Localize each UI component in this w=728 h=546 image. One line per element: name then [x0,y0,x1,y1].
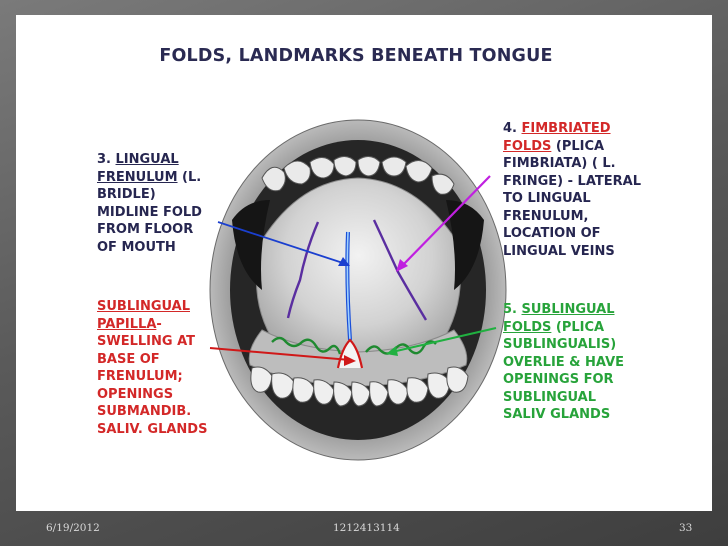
left-sublingual-fold [271,336,342,355]
papilla-pointer [209,347,351,361]
papilla-term-1: SUBLINGUAL [97,299,190,314]
frenulum-label: 3. LINGUAL FRENULUM (L. BRIDLE) MIDLINE … [97,151,202,256]
left-shadow [232,200,270,290]
fimbriated-line6: FRENULUM, [503,208,589,224]
footer-date: 6/19/2012 [46,522,100,534]
sublingual-line6: SUBLINGUAL [503,389,596,405]
footer-page-number: 33 [679,522,693,534]
fimbriated-line2-rest: (PLICA [551,138,605,154]
sublingual-line4: OVERLIE & HAVE [503,354,625,370]
fimbriated-term-2: FOLDS [503,138,552,154]
papilla-line8: SALIV. GLANDS [97,421,208,437]
frenulum-pointer [217,221,347,265]
frenulum-arrowhead [338,257,350,266]
sublingual-folds-label: 5. SUBLINGUAL FOLDS (PLICA SUBLINGUALIS)… [503,301,624,424]
frenulum-line5: FROM FLOOR [97,222,194,237]
sublingual-line5: OPENINGS FOR [503,372,614,387]
lingual-frenulum-inner [346,231,351,341]
papilla-line3: SWELLING AT [97,334,195,349]
papilla-label: SUBLINGUAL PAPILLA- SWELLING AT BASE OF … [97,298,207,438]
papilla-arrowhead [344,355,356,366]
fimbriated-number: 4. [503,121,522,136]
sublingual-pointer [391,327,497,353]
papilla-line5: FRENULUM; [97,369,183,384]
sublingual-number: 5. [503,302,522,317]
footer-center: 1212413114 [333,522,400,534]
sublingual-line2-rest: (PLICA [551,319,605,335]
frenulum-line6: OF MOUTH [97,239,176,255]
fimbriated-line3: FIMBRIATA) ( L. [503,156,616,171]
fimbriated-line8: LINGUAL VEINS [503,243,615,259]
fimbriated-line4: FRINGE) - LATERAL [503,173,641,189]
frenulum-number: 3. [97,152,116,167]
frenulum-line4: MIDLINE FOLD [97,204,202,220]
papilla-line2-rest: - [156,316,162,332]
papilla-term-2: PAPILLA [97,316,157,332]
slide-title: FOLDS, LANDMARKS BENEATH TONGUE [159,46,553,66]
fimbriated-pointer [399,175,491,269]
papilla-line7: SUBMANDIB. [97,404,192,419]
frenulum-term-2: FRENULUM [97,169,178,185]
lower-teeth [250,366,469,407]
right-lingual-vein [372,219,428,321]
fimbriated-line7: LOCATION OF [503,226,601,241]
fimbriated-term-1: FIMBRIATED [521,121,611,136]
sublingual-term-1: SUBLINGUAL [521,302,615,317]
sublingual-line7: SALIV GLANDS [503,407,611,422]
sublingual-arrowhead [386,346,398,356]
fimbriated-label: 4. FIMBRIATED FOLDS (PLICA FIMBRIATA) ( … [503,120,641,260]
papilla-line6: OPENINGS [97,386,174,402]
left-lingual-vein [286,221,320,319]
papilla-line4: BASE OF [97,351,160,367]
fimbriated-arrowhead [396,259,408,272]
right-shadow [446,200,484,290]
frenulum-line2-rest: (L. [177,169,202,185]
upper-teeth [261,156,455,195]
sublingual-term-2: FOLDS [503,319,552,335]
sublingual-line3: SUBLINGUALIS) [503,337,617,352]
fimbriated-line5: TO LINGUAL [503,191,591,206]
frenulum-term-1: LINGUAL [115,152,179,167]
frenulum-line3: BRIDLE) [97,187,156,202]
